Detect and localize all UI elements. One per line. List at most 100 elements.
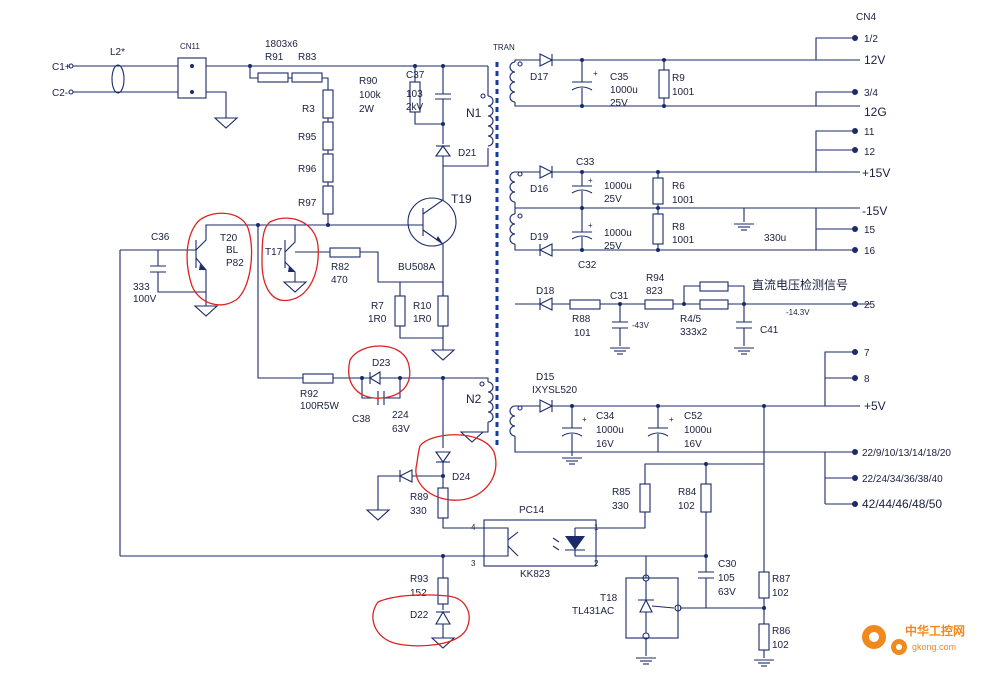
r8 <box>652 213 664 245</box>
c33-label: C33 <box>576 157 595 168</box>
aux-section: R92 100R5W D23 C38 224 63V N2 D24 R89 33… <box>120 225 494 649</box>
red-circle-t17 <box>261 217 319 302</box>
n1-label: N1 <box>466 106 482 120</box>
r95-label: R95 <box>298 132 317 143</box>
r97 <box>322 185 334 215</box>
d21 <box>434 145 452 157</box>
c35 <box>571 60 593 106</box>
cn4-gnd-group-3: 42/44/46/48/50 <box>862 497 942 511</box>
c37 <box>435 66 451 124</box>
connector-cn4: CN4 1/2 12V 3/4 12G 11 12 +15V -15V 15 1… <box>815 12 951 511</box>
c33-value2: 25V <box>604 194 622 205</box>
r97-label: R97 <box>298 198 317 209</box>
cn4-12v: 12V <box>864 53 885 67</box>
r6-label: R6 <box>672 181 685 192</box>
c35-label: C35 <box>610 72 629 83</box>
d19 <box>538 243 553 257</box>
watermark-text: 中华工控网 <box>905 623 965 638</box>
l2-choke <box>111 64 125 94</box>
output-12v: D17 + C35 1000u 25V R9 1001 <box>509 53 825 109</box>
r94-value: 823 <box>646 286 663 297</box>
r9-value: 1001 <box>672 87 695 98</box>
r3 <box>322 89 334 119</box>
r96-label: R96 <box>298 164 317 175</box>
c34-value1: 1000u <box>596 425 624 436</box>
red-circle-d24 <box>415 434 497 501</box>
optocoupler-pc14: PC14 KK823 4 3 1 2 <box>471 505 599 580</box>
r7-label: R7 <box>371 301 384 312</box>
d19-label: D19 <box>530 232 549 243</box>
pc14-label: PC14 <box>519 505 544 516</box>
c32 <box>571 208 593 250</box>
kk823-label: KK823 <box>520 569 550 580</box>
output-15v: D16 D19 + + C33 1000u 25V 1000u 25V C32 … <box>509 157 825 271</box>
r92-value: 100R5W <box>300 401 339 412</box>
input-section: C1+ C2- L2* CN11 <box>52 42 258 129</box>
r91-label: R91 <box>265 52 284 63</box>
r8-value: 1001 <box>672 235 695 246</box>
r86-label: R86 <box>772 626 791 637</box>
r82-value: 470 <box>331 275 348 286</box>
d15-label: D15 <box>536 372 555 383</box>
r88-label: R88 <box>572 314 591 325</box>
r93-label: R93 <box>410 574 429 585</box>
cn4-pin-25: 25 <box>864 300 876 311</box>
red-circle-d23 <box>348 345 411 399</box>
sense-signal-label: 直流电压检测信号 <box>752 277 848 292</box>
r10-label: R10 <box>413 301 432 312</box>
t18 <box>625 577 679 639</box>
red-markup <box>186 212 497 647</box>
r6-value: 1001 <box>672 195 695 206</box>
r93-value: 152 <box>410 588 427 599</box>
t19-label: T19 <box>451 192 472 206</box>
r85-label: R85 <box>612 487 631 498</box>
cn4-pin-3-4: 3/4 <box>864 88 878 99</box>
r3-label: R3 <box>302 104 315 115</box>
c30-label: C30 <box>718 559 737 570</box>
r92 <box>302 373 334 384</box>
r10 <box>437 295 449 327</box>
r10-value: 1R0 <box>413 314 432 325</box>
watermark-url: gkong.com <box>912 642 956 652</box>
c34-polarity: + <box>582 415 587 424</box>
pin2: 2 <box>594 559 599 568</box>
d18-label: D18 <box>536 286 555 297</box>
cn4-title: CN4 <box>856 12 876 23</box>
r86 <box>758 623 770 651</box>
cn4-minus15v: -15V <box>862 204 887 218</box>
c2-label: C2- <box>52 88 68 99</box>
snubber-section: R90 100k 2W C37 103 2kV D21 N1 <box>359 64 494 167</box>
startup-resistor-chain: 1803x6 R91 R83 R3 R95 R96 R97 <box>206 39 488 225</box>
r91 <box>257 72 289 83</box>
c33 <box>571 172 593 208</box>
c37-value2: 2kV <box>406 102 424 113</box>
c32-polarity: + <box>588 221 593 230</box>
c1-label: C1+ <box>52 62 71 73</box>
cn4-gnd-group-1: 22/9/10/13/14/18/20 <box>862 448 951 459</box>
t18-type: TL431AC <box>572 606 614 617</box>
d16 <box>539 165 554 179</box>
tran-label: TRAN <box>493 43 515 52</box>
switch-transistor: T19 BU508A <box>326 166 472 296</box>
c36-label: C36 <box>151 232 170 243</box>
c32-label: C32 <box>578 260 597 271</box>
c38-value1: 224 <box>392 410 409 421</box>
c52-value2: 16V <box>684 439 702 450</box>
r94 <box>644 299 674 310</box>
pin3: 3 <box>471 559 476 568</box>
c36 <box>150 250 206 293</box>
r92-label: R92 <box>300 389 319 400</box>
c36-value2: 100V <box>133 294 157 305</box>
res-group-label: 1803x6 <box>265 39 298 50</box>
r89-value: 330 <box>410 506 427 517</box>
c35-value2: 25V <box>610 98 628 109</box>
r87-value: 102 <box>772 588 789 599</box>
t17-label: T17 <box>265 247 283 258</box>
c32-value1: 1000u <box>604 228 632 239</box>
r87-label: R87 <box>772 574 791 585</box>
r6 <box>652 177 664 205</box>
d22 <box>435 610 451 625</box>
c30-value1: 105 <box>718 573 735 584</box>
cn4-pin-16: 16 <box>864 246 876 257</box>
